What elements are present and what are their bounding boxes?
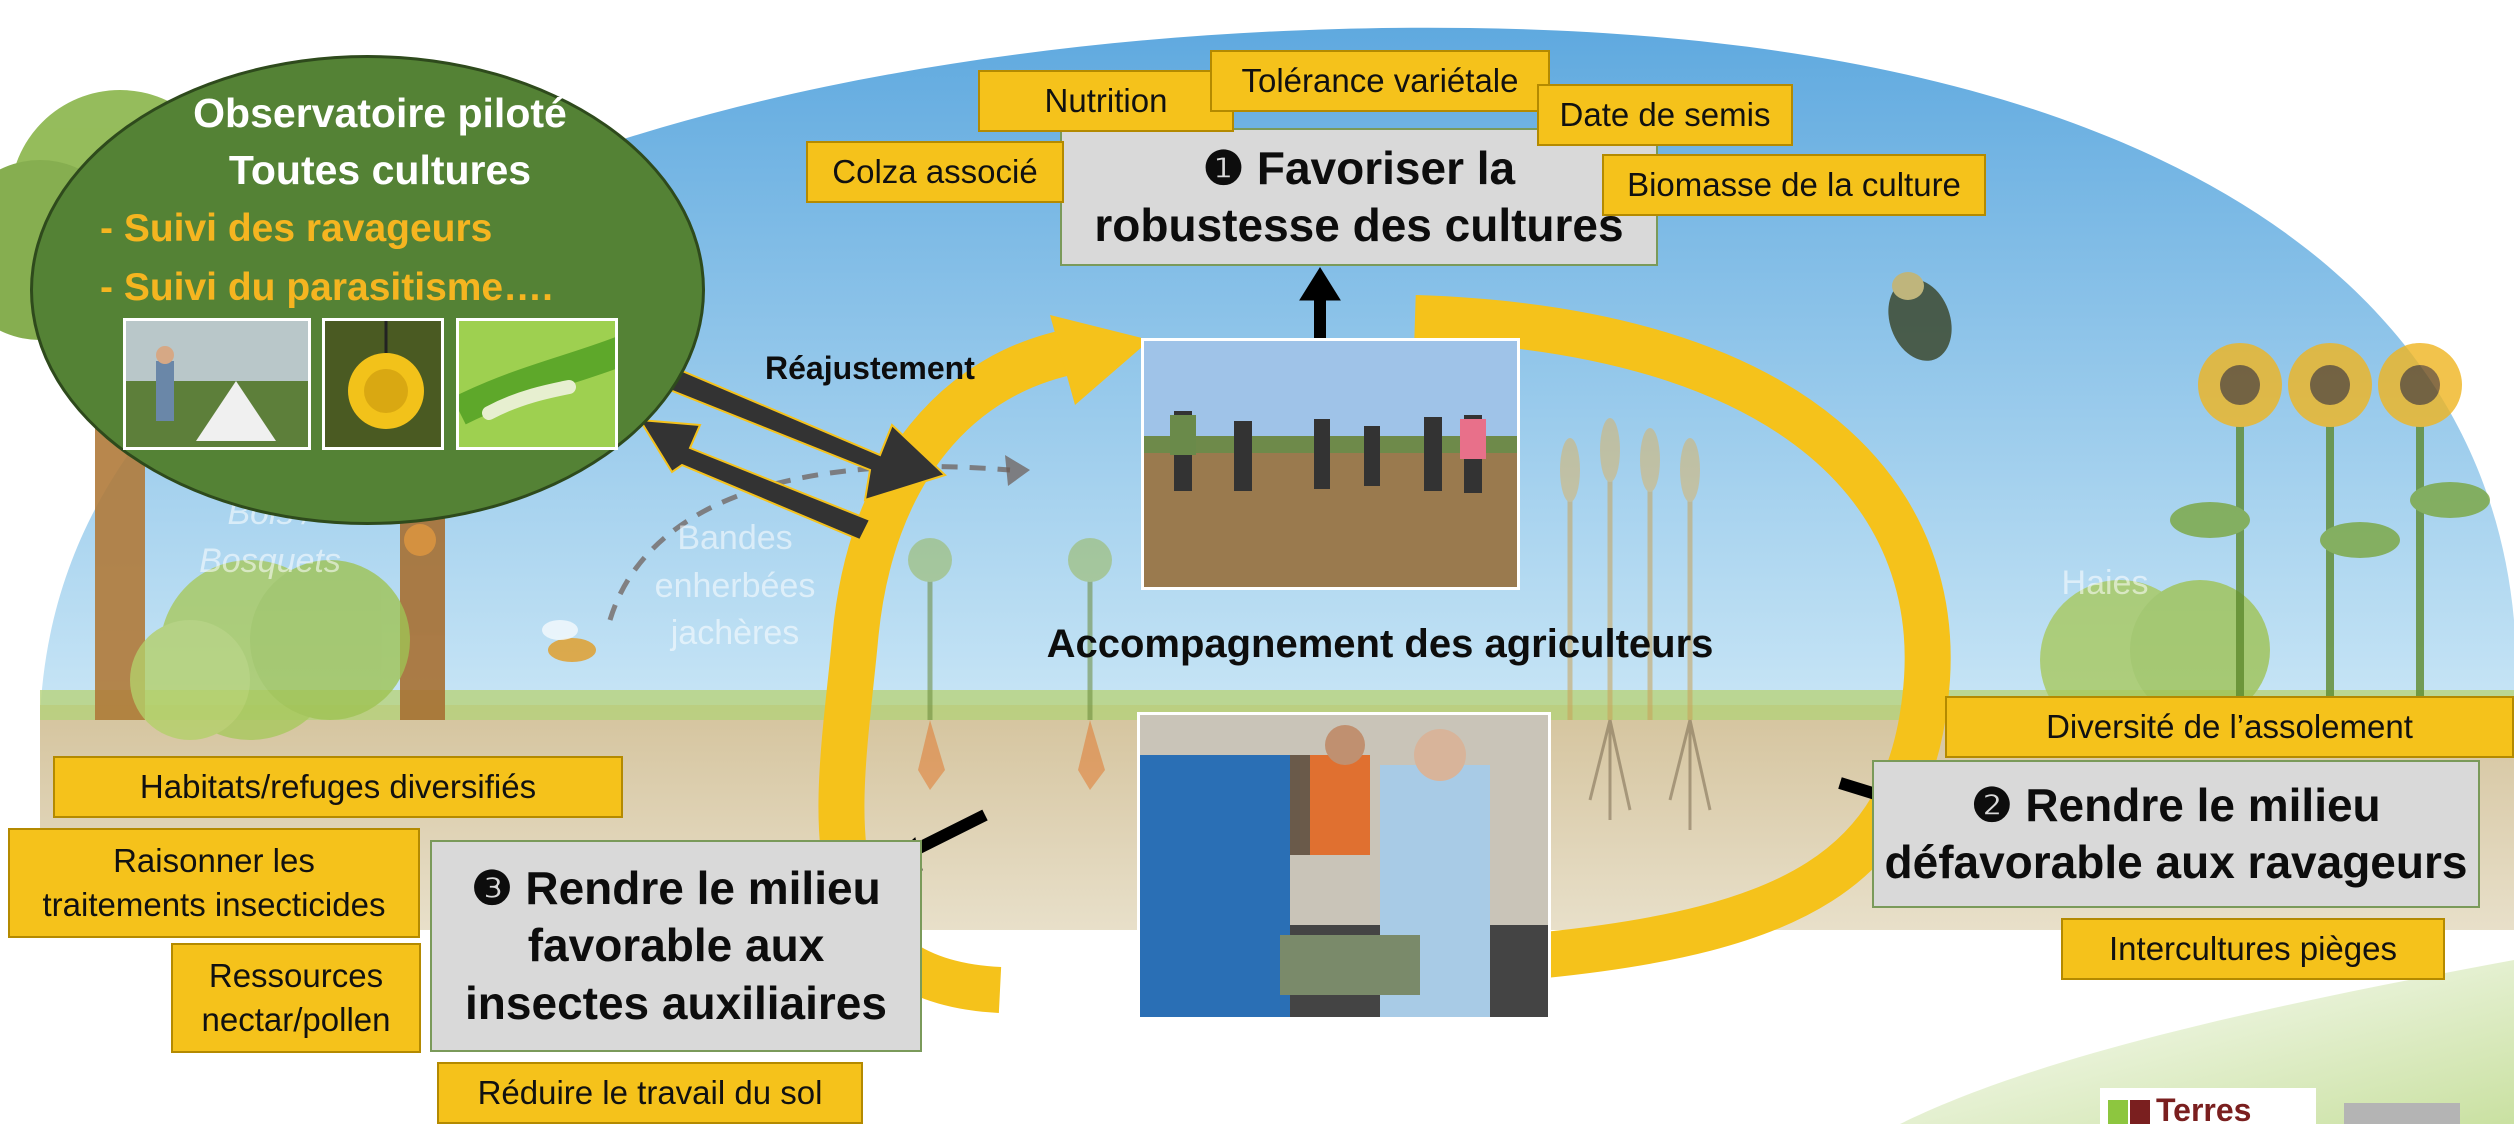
label-haies: Haies: [2061, 564, 2149, 602]
logo-gray-block: [2344, 1103, 2460, 1124]
goal1-line1: Favoriser la: [1256, 141, 1516, 194]
lever-tolerance-varietale: Tolérance variétale: [1210, 50, 1550, 112]
cycle-arrowhead: [1050, 315, 1150, 405]
beetle-illustration: [1888, 272, 1952, 361]
lever-habitats-refuges: Habitats/refuges diversifiés: [53, 756, 623, 818]
sunflowers: [2170, 343, 2490, 720]
goal3-line1: Rendre le milieu: [525, 861, 881, 914]
goal2-line1: Rendre le milieu: [2025, 778, 2381, 831]
lever-biomasse: Biomasse de la culture: [1602, 154, 1986, 216]
lever-nutrition: Nutrition: [978, 70, 1234, 132]
logo-text: Terres: [2156, 1092, 2252, 1124]
photo-larva: [456, 318, 618, 450]
lever-raisonner-line1: Raisonner les: [113, 842, 315, 880]
goal1-box: ❶ Favoriser la robustesse des cultures: [1060, 128, 1658, 266]
lever-diversite-assolement: Diversité de l’assolement: [1945, 696, 2514, 758]
observatoire-items: - Suivi des ravageurs - Suivi du parasit…: [100, 200, 660, 317]
lever-ressources-line2: nectar/pollen: [201, 1001, 391, 1038]
logo-green-square: [2108, 1100, 2128, 1124]
crop-plants: [908, 418, 1712, 830]
label-bandes-line3: jachères: [670, 614, 800, 653]
photo-field-visit: [1141, 338, 1520, 590]
lever-ressources-line1: Ressources: [208, 957, 384, 995]
reajustement-label: Réajustement: [765, 350, 975, 386]
bushes-left: [130, 560, 410, 740]
label-bandes-line1: Bandes: [677, 519, 793, 557]
lever-date-de-semis: Date de semis: [1537, 84, 1793, 146]
lever-raisonner-line2: traitements insecticides: [42, 886, 386, 923]
photo-yellow-trap: [322, 318, 444, 450]
photo-field-trap: [123, 318, 311, 450]
goal3-box: ❸ Rendre le milieu favorable aux insecte…: [430, 840, 922, 1052]
goal3-line2: favorable aux: [527, 919, 825, 972]
label-bandes-line2: enherbées: [654, 566, 816, 605]
cycle-arrow-right: [1414, 295, 1951, 978]
goal3-line3: insectes auxiliaires: [465, 976, 887, 1029]
lever-raisonner-traitements: Raisonner les traitements insecticides: [8, 828, 420, 938]
lever-intercultures-pieges: Intercultures pièges: [2061, 918, 2445, 980]
bee-illustration: [542, 620, 596, 662]
goal2-box: ❷ Rendre le milieu défavorable aux ravag…: [1872, 760, 2480, 908]
lever-reduire-travail-sol: Réduire le travail du sol: [437, 1062, 863, 1124]
photo-workshop: [1137, 712, 1551, 1020]
goal1-number-icon: ❶: [1202, 141, 1245, 194]
lever-ressources-nectar: Ressources nectar/pollen: [171, 943, 421, 1053]
center-label: Accompagnement des agriculteurs: [1046, 622, 1714, 666]
goal3-number-icon: ❸: [471, 861, 513, 914]
label-bandes-enherbees: Bandes enherbées jachères: [615, 515, 855, 658]
observatoire-title-line2: Toutes cultures: [228, 147, 532, 194]
label-bois-line2: Bosquets: [199, 541, 341, 580]
observatoire-text: Observatoire piloté Toutes cultures: [100, 85, 660, 200]
goal2-number-icon: ❷: [1971, 778, 2013, 831]
goal1-line2: robustesse des cultures: [1094, 199, 1624, 251]
goal2-line2: défavorable aux ravageurs: [1884, 836, 2468, 888]
observatoire-item-parasitisme: - Suivi du parasitisme….: [100, 265, 553, 309]
lever-colza-associe: Colza associé: [806, 141, 1064, 203]
logo-red-square: [2130, 1100, 2150, 1124]
observatoire-title-line1: Observatoire piloté: [193, 90, 567, 136]
reajustement-arrows: [638, 368, 947, 542]
observatoire-item-ravageurs: - Suivi des ravageurs: [100, 207, 493, 250]
terres-logo: Terres: [2100, 1088, 2316, 1124]
